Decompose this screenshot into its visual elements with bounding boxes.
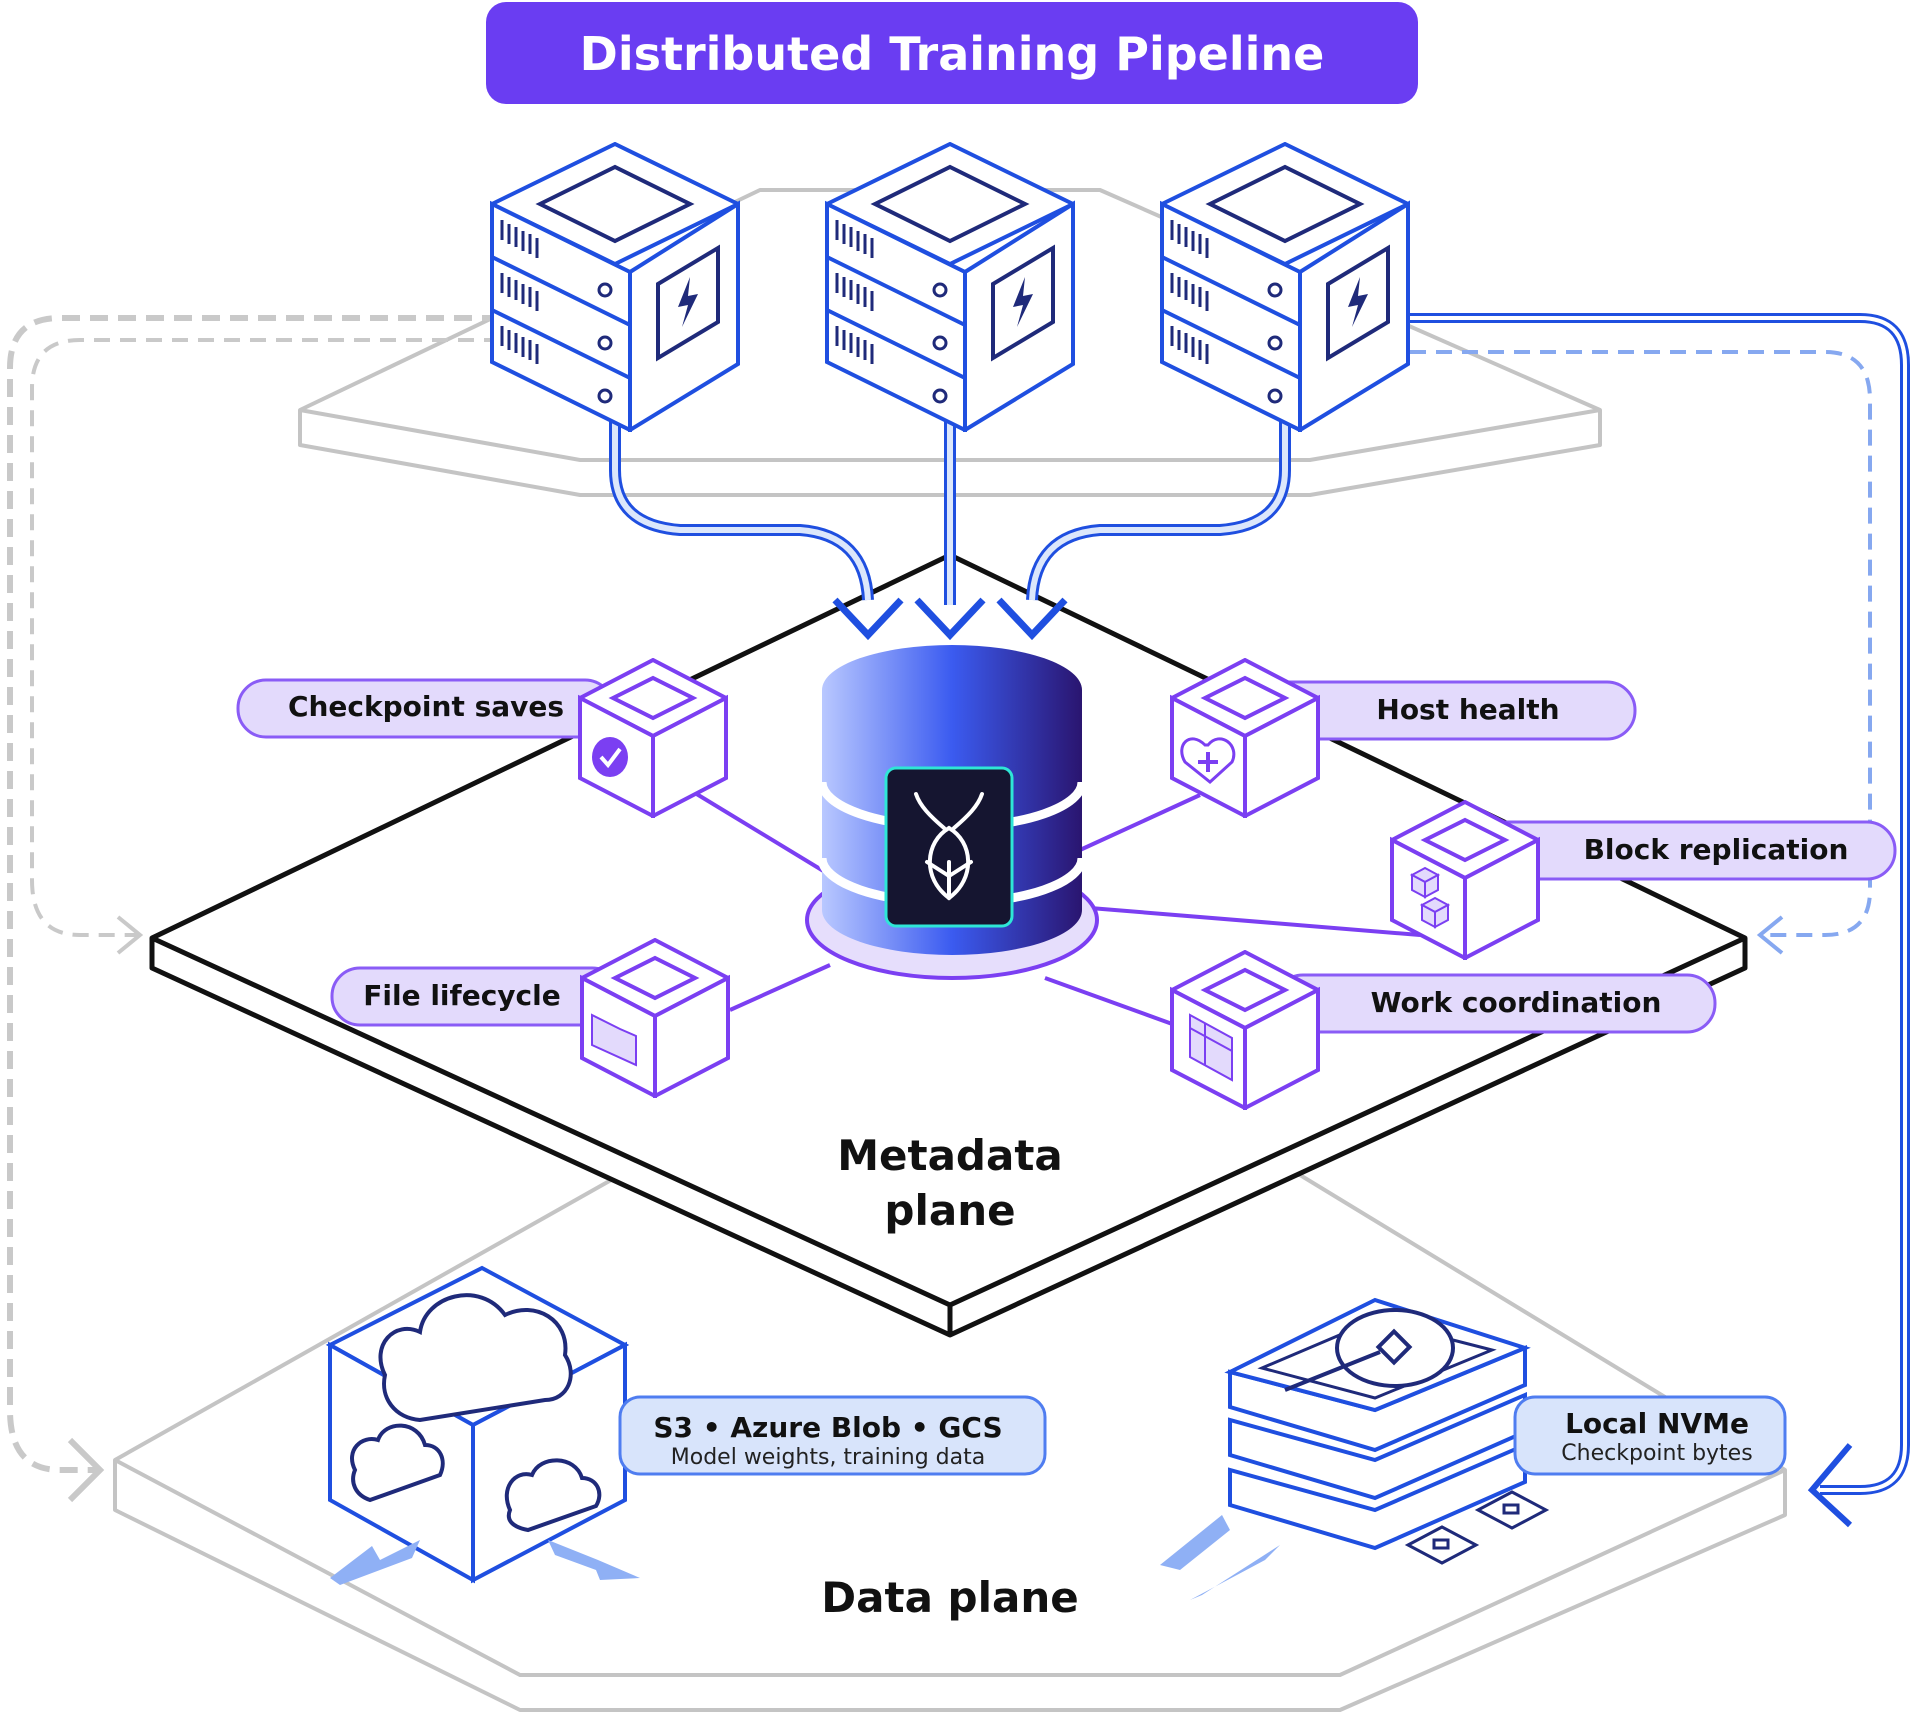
service-connectors: [688, 788, 1421, 1027]
metadata-plane-label-line2: plane: [884, 1186, 1015, 1235]
object-store-arrows-icon: [330, 1540, 640, 1585]
title-text: Distributed Training Pipeline: [580, 27, 1325, 81]
service-checkpoint-saves: Checkpoint saves: [236, 658, 728, 818]
local-nvme-store: [1160, 1297, 1550, 1600]
cloud-icon: [350, 1293, 602, 1533]
dashboard-icon: [1189, 1013, 1233, 1082]
right-blue-loop: [1410, 313, 1910, 1528]
object-store-pill: S3 • Azure Blob • GCS Model weights, tra…: [618, 1395, 1047, 1476]
local-nvme-subtitle: Checkpoint bytes: [1561, 1441, 1752, 1466]
local-nvme-title: Local NVMe: [1565, 1407, 1749, 1440]
left-gray-loop: [7, 315, 500, 1503]
stacked-cubes-icon: [1409, 866, 1451, 929]
title-banner: Distributed Training Pipeline: [486, 2, 1418, 104]
data-plane-label: Data plane: [821, 1573, 1078, 1622]
service-file-lifecycle: File lifecycle: [330, 938, 730, 1098]
check-circle-icon: [592, 737, 628, 777]
service-label: Checkpoint saves: [288, 690, 564, 723]
folder-icon: [591, 1013, 637, 1067]
metadata-plane-label-line1: Metadata: [837, 1131, 1063, 1180]
heart-plus-icon: [1180, 737, 1236, 784]
host-to-db-arrows: [609, 420, 1291, 641]
bug-logo-icon: [914, 792, 984, 901]
memory-chip-icon: [1404, 1490, 1550, 1565]
service-label: Block replication: [1584, 833, 1849, 866]
object-store-subtitle: Model weights, training data: [671, 1445, 985, 1470]
service-label: Work coordination: [1371, 986, 1662, 1019]
object-store: [325, 1265, 640, 1585]
service-label: Host health: [1376, 693, 1559, 726]
nvme-arrows-icon: [1160, 1515, 1280, 1600]
local-nvme-pill: Local NVMe Checkpoint bytes: [1513, 1395, 1787, 1476]
metadata-database: [805, 645, 1099, 980]
service-label: File lifecycle: [363, 979, 560, 1012]
service-host-health: Host health: [1170, 658, 1637, 818]
service-block-replication: Block replication: [1390, 800, 1897, 960]
service-work-coordination: Work coordination: [1170, 950, 1717, 1110]
disk-icon: [1284, 1308, 1455, 1392]
object-store-title: S3 • Azure Blob • GCS: [653, 1411, 1002, 1444]
